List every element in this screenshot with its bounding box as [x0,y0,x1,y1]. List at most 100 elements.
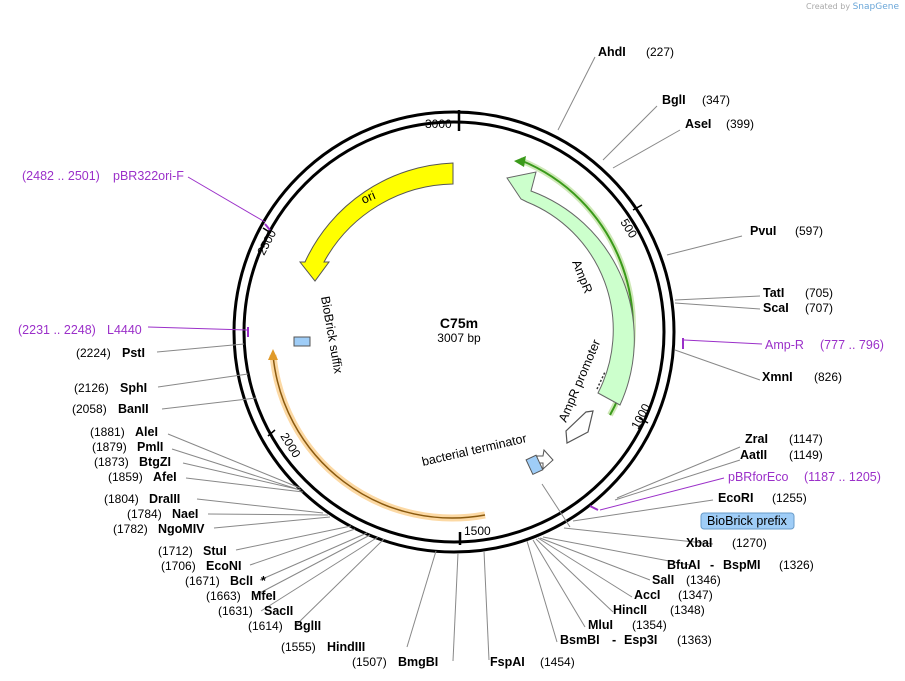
site-pos: (347) [702,93,730,107]
left-site-labels: (2224) PstI (2126) SphI (2058) BanII (18… [72,346,438,669]
site-name: AccI [634,588,660,602]
bacterial-terminator-label: bacterial terminator [421,431,528,469]
site-pos: (1859) [108,470,143,484]
site-name: AseI [685,117,711,131]
site-pos: (1881) [90,425,125,439]
site-name: PstI [122,346,145,360]
credit-prefix: Created by [806,2,851,11]
site-pos: (1663) [206,589,241,603]
biobrick-prefix-label: BioBrick prefix [700,512,795,530]
site-pos: (1614) [248,619,283,633]
site-pos: (1454) [540,655,575,669]
site-name: SphI [120,381,147,395]
site-pos: (1555) [281,640,316,654]
primer-range: (2231 .. 2248) [18,323,96,337]
orange-band-arrowhead [268,349,278,360]
primer-range: (1187 .. 1205) [804,470,881,484]
site-name-2: BspMI [723,558,761,572]
site-pos: (1879) [92,440,127,454]
snapgene-credit: Created by SnapGene [806,2,899,12]
site-name: MluI [588,618,613,632]
site-name: BclI [230,574,253,588]
tick-label-500: 500 [617,216,640,241]
site-pos: (826) [814,370,842,384]
site-pos: (1363) [677,633,712,647]
site-name: EcoRI [718,491,753,505]
site-name: NaeI [172,507,198,521]
primer-marks [247,223,684,511]
ampr-feature: AmpR [506,171,635,406]
site-name: MfeI [251,589,276,603]
tick-label-1500: 1500 [464,524,491,538]
site-pos: (597) [795,224,823,238]
site-pos: (2126) [74,381,109,395]
site-name: TatI [763,286,784,300]
site-pos: (1784) [127,507,162,521]
site-pos: (1804) [104,492,139,506]
primer-range: (777 .. 796) [820,338,884,352]
site-connectors [156,56,761,662]
site-pos: (2224) [76,346,111,360]
biobrick-suffix-label: BioBrick suffix [318,295,346,375]
site-name: StuI [203,544,227,558]
site-name-2: Esp3I [624,633,657,647]
site-name: PvuI [750,224,776,238]
site-name-dash: - [612,633,616,647]
site-pos: (1671) [185,574,220,588]
site-pos: (1326) [779,558,814,572]
snapgene-logo: SnapGene [852,2,899,12]
site-pos: (399) [726,117,754,131]
site-name: BsmBI [560,633,600,647]
plasmid-length: 3007 bp [437,331,481,345]
site-name: HincII [613,603,647,617]
site-name: AfeI [153,470,177,484]
site-pos: (1149) [789,448,823,462]
primer-name: pBR322ori-F [113,169,184,183]
primer-labels: (2482 .. 2501) pBR322ori-F (2231 .. 2248… [18,169,884,484]
ori-feature: ori [298,162,454,282]
ampr-label: AmpR [569,258,595,295]
site-name: SalI [652,573,674,587]
site-pos: (1507) [352,655,387,669]
site-name: AleI [135,425,158,439]
right-site-labels: AhdI (227) BglI (347) AseI (399) PvuI (5… [490,45,842,669]
tick-marks [262,110,649,545]
site-name: AatII [740,448,767,462]
site-name: BglII [294,619,321,633]
site-name: XbaI [686,536,712,550]
site-pos: (1255) [772,491,807,505]
ori-label: ori [359,188,378,207]
site-pos: (1354) [632,618,667,632]
ampr-promoter-feature: AmpR promoter [556,337,606,444]
site-pos: (707) [805,301,833,315]
site-name: BfuAI [667,558,700,572]
site-pos: (1706) [161,559,196,573]
site-name: DraIII [149,492,180,506]
site-pos: (1631) [218,604,253,618]
primer-name: L4440 [107,323,142,337]
site-pos: (1346) [686,573,721,587]
site-name: ScaI [763,301,789,315]
site-name-dash: - [710,558,714,572]
primer-name: Amp-R [765,338,804,352]
site-pos: (1270) [732,536,767,550]
site-name: EcoNI [206,559,241,573]
orange-band-line [272,354,486,519]
site-name: ZraI [745,432,768,446]
site-pos: (1873) [94,455,129,469]
site-name: BanII [118,402,149,416]
ampr-promoter-label: AmpR promoter [556,337,603,424]
site-name: HindIII [327,640,365,654]
site-name: PmlI [137,440,163,454]
site-pos: (1712) [158,544,193,558]
site-name: AhdI [598,45,626,59]
tick-label-3000: 3000 [425,117,452,131]
biobrick-suffix-feature: BioBrick suffix [293,295,346,375]
ampr-band-arrowhead [514,156,526,167]
bacterial-terminator-feature: bacterial terminator [421,431,554,476]
site-name: BtgZI [139,455,171,469]
site-star: * [261,574,266,588]
site-pos: (1348) [670,603,705,617]
site-name: SacII [264,604,293,618]
primer-connectors [147,176,763,511]
